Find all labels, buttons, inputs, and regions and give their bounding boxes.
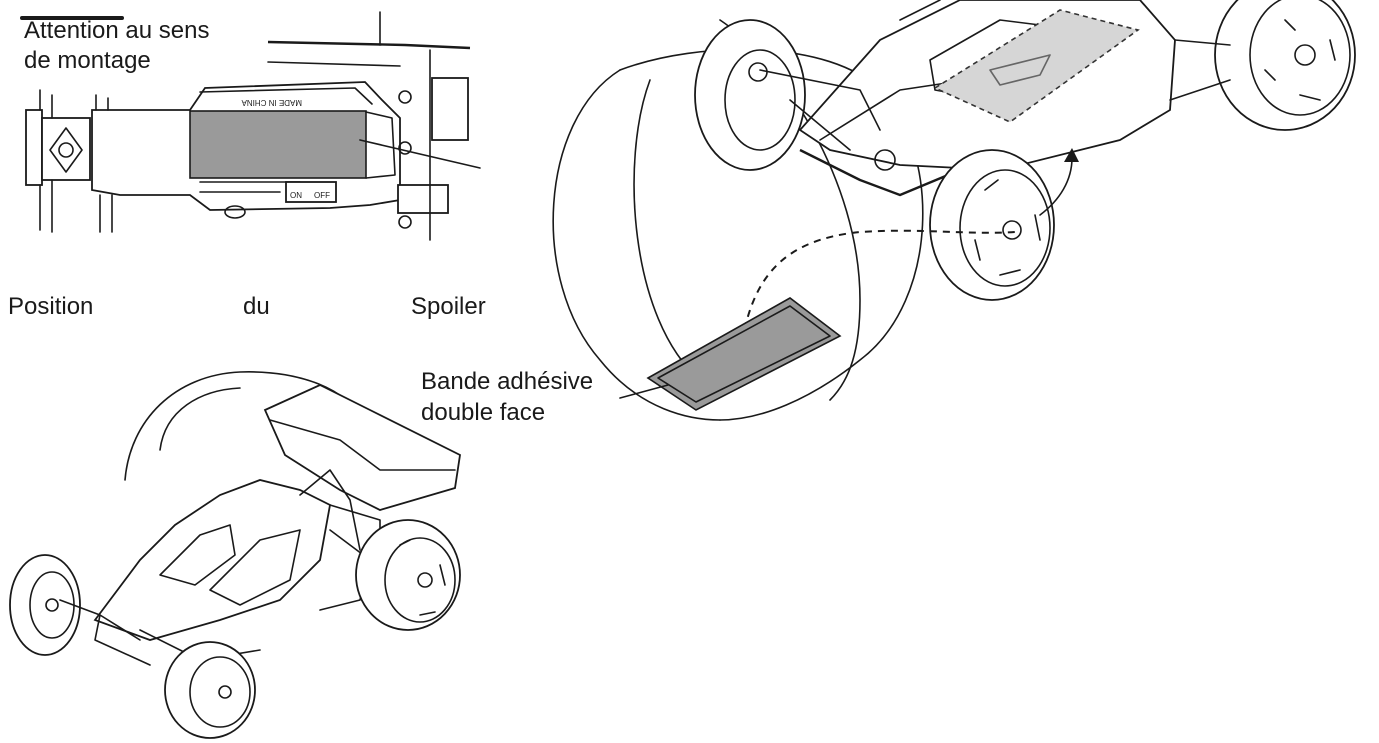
arrow-head-icon [1064, 148, 1079, 162]
switch-on-marking: ON [290, 191, 302, 200]
double-sided-tape-label: Bande adhésive double face [421, 368, 594, 426]
position-label-word-spoiler: Spoiler [411, 293, 486, 320]
double-sided-tape [646, 297, 842, 411]
made-in-marking: MADE IN CHINA [241, 98, 302, 107]
spoiler-exploded-drawing [552, 0, 1356, 421]
assembled-buggy-drawing [9, 371, 461, 739]
position-label-word-position: Position [8, 293, 94, 320]
chassis-drawing: MADE IN CHINA ON OFF [20, 11, 481, 241]
switch-off-marking: OFF [314, 191, 330, 200]
tape-target-area [933, 9, 1140, 123]
mounting-warning-label: Attention au sens de montage [24, 17, 210, 74]
position-label-word-du: du [243, 293, 270, 320]
tape-position-chassis [189, 110, 367, 179]
